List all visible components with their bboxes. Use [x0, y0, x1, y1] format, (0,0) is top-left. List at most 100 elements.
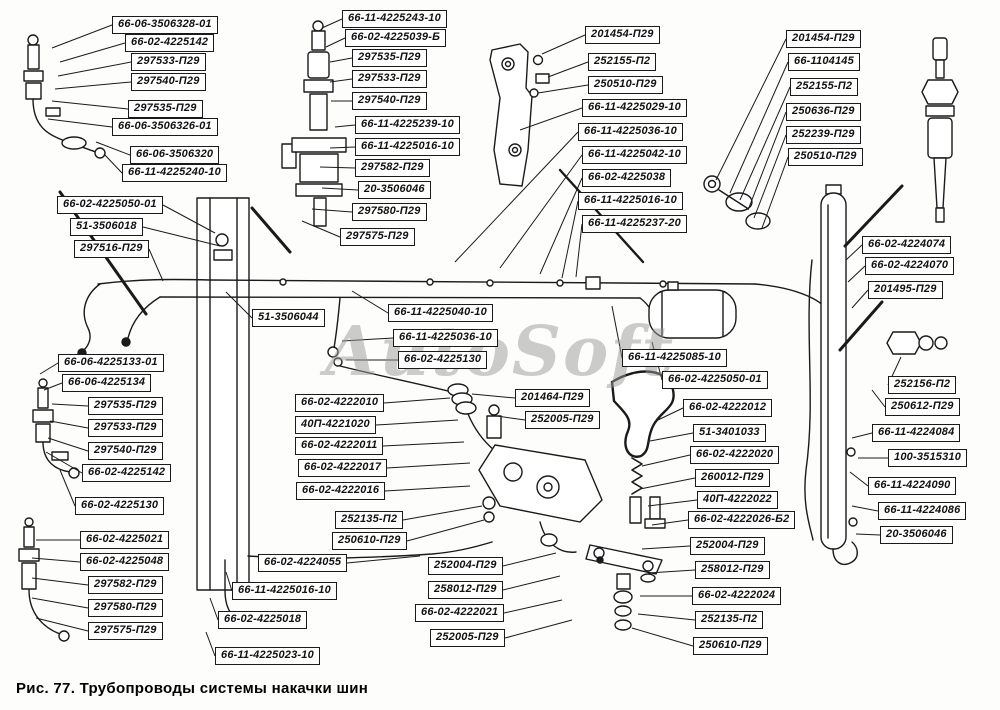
part-label: 66-11-4225023-10 [215, 647, 320, 665]
part-label: 252005-П29 [430, 629, 505, 647]
part-label: 260012-П29 [695, 469, 770, 487]
part-label: 40П-4222022 [697, 491, 778, 509]
part-label: 66-02-4224074 [862, 236, 952, 254]
part-label: 66-02-4225048 [80, 553, 170, 571]
part-label: 66-02-4222016 [296, 482, 386, 500]
part-label: 66-02-4225050-01 [57, 196, 163, 214]
part-label: 258012-П29 [428, 581, 503, 599]
part-label: 66-11-4224084 [872, 424, 961, 442]
tire-inflation-valve [447, 370, 675, 631]
part-label: 66-06-4225133-01 [58, 354, 164, 372]
part-label: 252156-П2 [888, 376, 957, 394]
part-label: 297535-П29 [352, 49, 427, 67]
part-label: 297535-П29 [128, 100, 203, 118]
part-label: 100-3515310 [888, 449, 968, 467]
part-label: 66-11-4225040-10 [388, 304, 493, 322]
part-label: 66-11-4225036-10 [578, 123, 683, 141]
part-label: 250510-П29 [788, 148, 863, 166]
part-label: 66-02-4225142 [125, 34, 215, 52]
figure-caption: Рис. 77. Трубопроводы системы накачки ши… [16, 680, 369, 697]
part-label: 66-11-4225016-10 [355, 138, 460, 156]
pressure-valve-right [921, 37, 959, 223]
part-label: 252004-П29 [428, 557, 503, 575]
part-label: 51-3401033 [693, 424, 766, 442]
part-label: 201454-П29 [585, 26, 660, 44]
part-label: 297575-П29 [340, 228, 415, 246]
part-label: 252155-П2 [790, 78, 859, 96]
part-label: 297540-П29 [88, 442, 163, 460]
part-label: 66-1104145 [788, 53, 860, 71]
part-label: 66-02-4222012 [683, 399, 773, 417]
part-label: 66-02-4224055 [258, 554, 348, 572]
part-label: 201464-П29 [515, 389, 590, 407]
part-label: 66-11-4225042-10 [582, 146, 687, 164]
part-label: 66-11-4225016-10 [578, 192, 683, 210]
part-label: 297582-П29 [88, 576, 163, 594]
part-label: 66-02-4225130 [75, 497, 165, 515]
part-label: 66-11-4224090 [868, 477, 957, 495]
part-label: 297535-П29 [88, 397, 163, 415]
part-label: 51-3506018 [70, 218, 143, 236]
part-label: 250612-П29 [885, 398, 960, 416]
part-label: 297580-П29 [88, 599, 163, 617]
part-label: 297533-П29 [88, 419, 163, 437]
part-label: 201454-П29 [786, 30, 861, 48]
frame-rail [196, 197, 250, 591]
part-label: 66-02-4225018 [218, 611, 308, 629]
part-label: 252239-П29 [786, 126, 861, 144]
part-label: 252155-П2 [588, 53, 657, 71]
part-label: 40П-4221020 [295, 416, 376, 434]
part-label: 297516-П29 [74, 240, 149, 258]
part-label: 66-02-4222021 [415, 604, 505, 622]
part-label: 66-06-4225134 [62, 374, 152, 392]
part-label: 66-06-3506326-01 [112, 118, 218, 136]
part-label: 20-3506046 [880, 526, 953, 544]
right-air-cylinder [804, 184, 948, 566]
part-label: 66-06-3506328-01 [112, 16, 218, 34]
part-label: 66-02-4222011 [295, 437, 384, 455]
part-label: 66-11-4225036-10 [393, 329, 498, 347]
part-label: 297575-П29 [88, 622, 163, 640]
part-label: 201495-П29 [868, 281, 943, 299]
part-label: 250610-П29 [332, 532, 407, 550]
part-label: 297533-П29 [352, 70, 427, 88]
part-label: 66-11-4224086 [878, 502, 967, 520]
part-label: 252135-П2 [695, 611, 764, 629]
part-label: 66-06-3506320 [130, 146, 220, 164]
part-label: 252005-П29 [525, 411, 600, 429]
part-label: 51-3506044 [252, 309, 325, 327]
part-label: 66-02-4222017 [298, 459, 388, 477]
part-label: 252135-П2 [335, 511, 404, 529]
part-label: 66-02-4225142 [82, 464, 172, 482]
part-label: 66-11-4225085-10 [622, 349, 727, 367]
part-label: 66-02-4225038 [582, 169, 672, 187]
part-label: 66-02-4222010 [295, 394, 385, 412]
part-label: 297582-П29 [355, 159, 430, 177]
part-label: 66-02-4225039-Б [345, 29, 447, 47]
part-label: 66-11-4225016-10 [232, 582, 337, 600]
part-label: 66-11-4225029-10 [582, 99, 687, 117]
air-tank [648, 281, 737, 339]
part-label: 250610-П29 [693, 637, 768, 655]
part-label: 66-11-4225237-20 [582, 215, 687, 233]
part-label: 66-02-4225021 [80, 531, 170, 549]
part-label: 66-02-4222026-Б2 [688, 511, 796, 529]
part-label: 66-02-4225050-01 [662, 371, 768, 389]
part-label: 250636-П29 [786, 103, 861, 121]
part-label: 66-02-4224070 [865, 257, 955, 275]
part-label: 66-02-4225130 [398, 351, 488, 369]
part-label: 297540-П29 [352, 92, 427, 110]
part-label: 66-02-4222020 [690, 446, 780, 464]
part-label: 258012-П29 [695, 561, 770, 579]
part-label: 297540-П29 [131, 73, 206, 91]
part-label: 66-11-4225239-10 [355, 116, 460, 134]
part-label: 66-02-4222024 [692, 587, 782, 605]
part-label: 66-11-4225240-10 [122, 164, 227, 182]
part-label: 297533-П29 [131, 53, 206, 71]
part-label: 66-11-4225243-10 [342, 10, 447, 28]
part-label: 250510-П29 [588, 76, 663, 94]
part-label: 20-3506046 [358, 181, 431, 199]
part-label: 297580-П29 [352, 203, 427, 221]
